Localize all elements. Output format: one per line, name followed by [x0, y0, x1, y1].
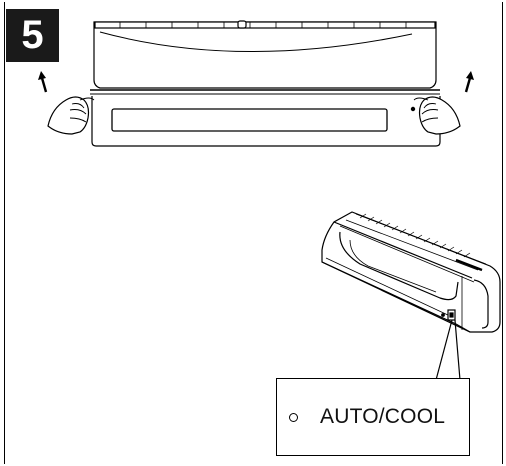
page-frame: [4, 2, 503, 464]
lift-arrow-right-icon: [464, 71, 474, 93]
frame-left-border: [4, 2, 6, 464]
auto-cool-callout: AUTO/COOL: [276, 378, 470, 456]
frame-right-border: [501, 2, 503, 464]
circle-led-icon: [289, 412, 298, 422]
step-number-badge: 5: [6, 9, 59, 62]
auto-cool-label: AUTO/COOL: [320, 405, 446, 428]
lift-arrow-left-icon: [38, 71, 48, 93]
